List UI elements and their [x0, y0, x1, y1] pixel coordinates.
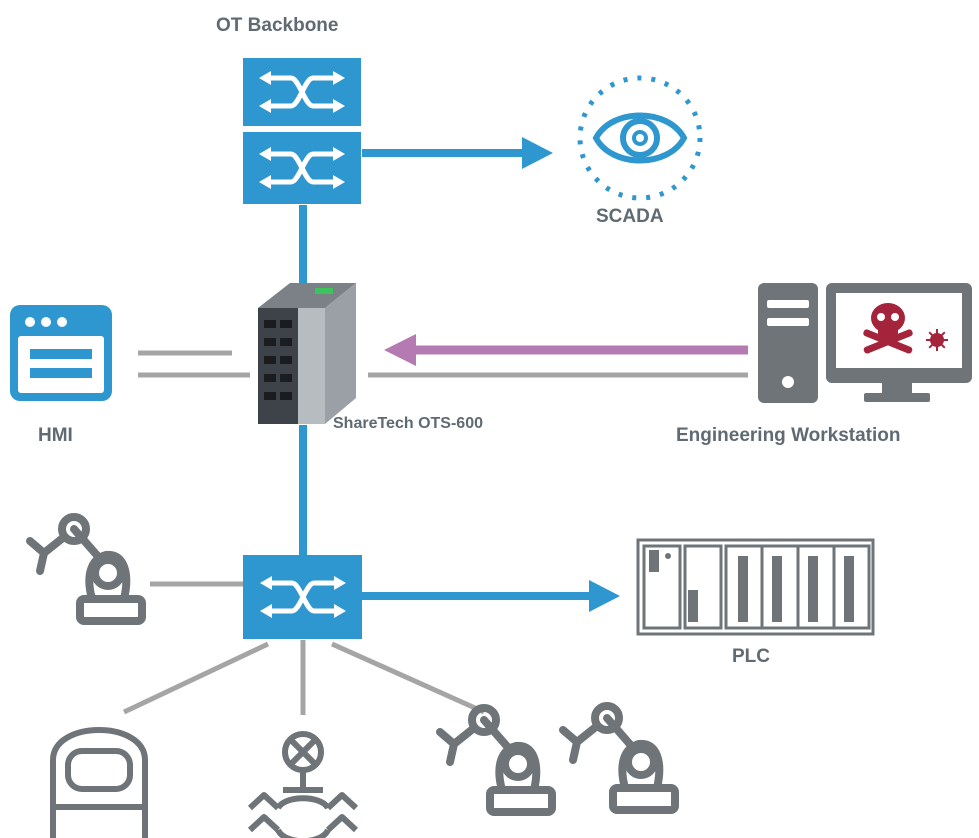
attack-arrow: [384, 334, 748, 366]
plc-rack-icon[interactable]: [636, 538, 875, 636]
device-label: ShareTech OTS-600: [333, 415, 483, 432]
eye-icon[interactable]: [577, 75, 703, 201]
plc-arrow: [362, 580, 620, 612]
robot-arm-icon[interactable]: [563, 706, 675, 810]
virus-icon: [926, 329, 948, 351]
workstation-icon[interactable]: [758, 283, 972, 403]
plc-label: PLC: [732, 646, 770, 667]
hmi-icon[interactable]: [10, 305, 112, 401]
ot-backbone-switch-bottom[interactable]: [243, 132, 361, 204]
ot-backbone-switch-top[interactable]: [243, 58, 361, 126]
skull-icon: [863, 303, 913, 354]
ot-backbone-label: OT Backbone: [216, 15, 339, 36]
mask-sensor-icon[interactable]: [50, 727, 148, 838]
firewall-device-icon[interactable]: [258, 283, 356, 424]
mask-sensor-link: [122, 641, 270, 715]
hmi-label: HMI: [38, 425, 73, 446]
scada-arrow: [362, 137, 553, 169]
robot-bottom-link: [330, 641, 486, 715]
valve-icon[interactable]: [247, 731, 359, 838]
scada-label: SCADA: [596, 206, 664, 227]
workstation-label: Engineering Workstation: [676, 425, 901, 446]
field-switch[interactable]: [243, 555, 362, 639]
robot-arm-icon[interactable]: [440, 708, 552, 812]
connections: [122, 137, 748, 715]
robot-arm-icon[interactable]: [30, 517, 142, 621]
